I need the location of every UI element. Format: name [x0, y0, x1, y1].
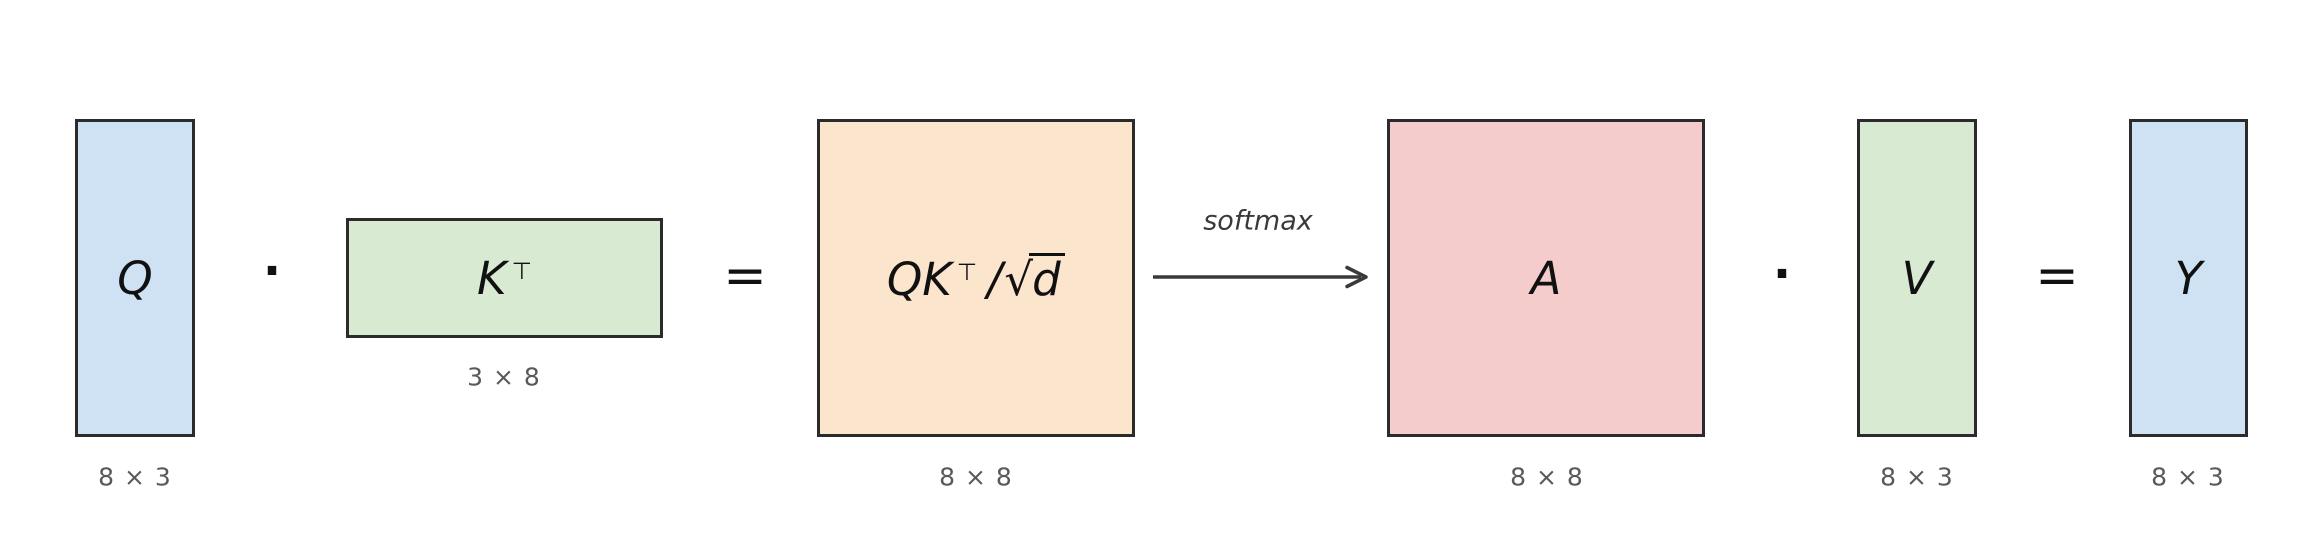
matrix-k-transpose: K⊤: [346, 218, 663, 338]
matrix-a-dims: 8 × 8: [1510, 462, 1584, 492]
matrix-q-label: Q: [117, 251, 153, 305]
matrix-v-label: V: [1901, 251, 1933, 305]
matrix-v: V: [1857, 119, 1977, 437]
transpose-symbol-qkt: ⊤: [956, 258, 978, 287]
equals-operator-2: =: [2035, 246, 2079, 306]
sqrt-radicand-d: d: [1028, 252, 1066, 303]
matrix-qkt-base: QK: [886, 252, 952, 306]
matrix-qkt-scaled: QK⊤ /√d: [817, 119, 1135, 437]
matrix-a: A: [1387, 119, 1705, 437]
matrix-k-base: K: [477, 251, 507, 305]
matrix-k-transpose-dims: 3 × 8: [467, 362, 541, 392]
divide-slash: /: [987, 252, 1003, 306]
matrix-v-dims: 8 × 3: [1880, 462, 1954, 492]
dot-operator-2: ·: [1772, 246, 1792, 302]
matrix-qkt-scaled-dims: 8 × 8: [939, 462, 1013, 492]
equals-operator-1: =: [723, 246, 767, 306]
matrix-qkt-scaled-label: QK⊤ /√d: [886, 252, 1066, 306]
matrix-k-transpose-label: K⊤: [477, 256, 532, 301]
dot-operator-1: ·: [262, 243, 282, 299]
matrix-a-label: A: [1530, 251, 1562, 305]
sqrt-radical-symbol: √: [1004, 252, 1033, 306]
matrix-y-label: Y: [2174, 251, 2203, 305]
matrix-q-dims: 8 × 3: [98, 462, 172, 492]
arrow-right-icon: [1153, 265, 1368, 289]
transpose-symbol-k: ⊤: [511, 257, 532, 285]
softmax-arrow-label: softmax: [1203, 205, 1313, 237]
matrix-y-dims: 8 × 3: [2151, 462, 2225, 492]
matrix-q: Q: [75, 119, 195, 437]
matrix-y: Y: [2129, 119, 2248, 437]
